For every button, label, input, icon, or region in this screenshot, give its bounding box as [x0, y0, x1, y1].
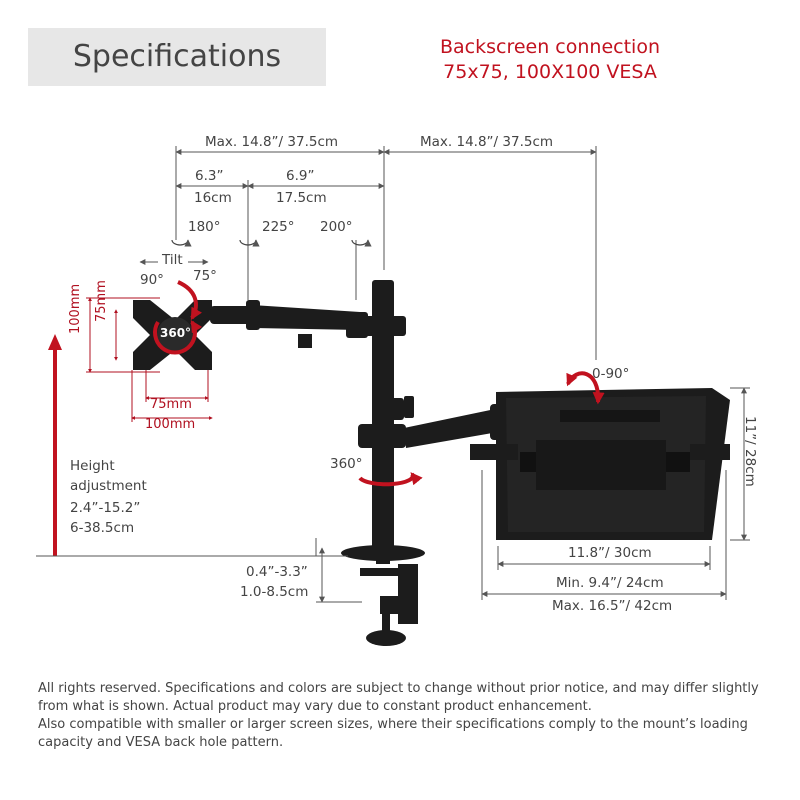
- arm-reach-right-label: Max. 14.8”/ 37.5cm: [420, 134, 554, 150]
- height-arrow: [36, 334, 348, 557]
- height-label-2: adjustment: [70, 478, 147, 494]
- segment1-cm-label: 16cm: [194, 190, 232, 206]
- tilt-label: Tilt: [162, 252, 183, 268]
- disclaimer-line-1: All rights reserved. Specifications and …: [38, 681, 759, 714]
- vesa-dimensions: [86, 297, 213, 422]
- height-label-1: Height: [70, 458, 115, 474]
- tilt-75-label: 75°: [193, 268, 217, 284]
- rotation-225-label: 225°: [262, 219, 295, 235]
- tilt-90-label: 90°: [140, 272, 164, 288]
- vesa-heading: 75x75, 100X100 VESA: [443, 61, 657, 83]
- pole-rotate-label: 360°: [330, 456, 363, 472]
- rotation-arcs: [171, 239, 372, 247]
- disclaimer: All rights reserved. Specifications and …: [38, 680, 768, 752]
- vesa-100-vertical-label: 100mm: [68, 283, 83, 334]
- clamp-dimension: [315, 538, 362, 603]
- disclaimer-line-2: Also compatible with smaller or larger s…: [38, 717, 748, 750]
- vesa-75-horizontal-label: 75mm: [150, 397, 192, 412]
- height-label-4: 6-38.5cm: [70, 520, 135, 536]
- page-title: Specifications: [72, 39, 282, 74]
- arm-reach-left-label: Max. 14.8”/ 37.5cm: [205, 134, 339, 150]
- tray-min-label: Min. 9.4”/ 24cm: [556, 575, 664, 591]
- clamp-cm-label: 1.0-8.5cm: [240, 584, 309, 600]
- segment2-cm-label: 17.5cm: [276, 190, 327, 206]
- title-background: [28, 28, 326, 86]
- tray-tilt-arrow: [566, 371, 605, 405]
- plate-rotate-label: 360°: [160, 326, 192, 340]
- pole-rotate-arrow: [358, 472, 423, 487]
- arm-reach-dimensions: [175, 146, 597, 360]
- height-label-3: 2.4”-15.2”: [70, 500, 141, 516]
- desk-clamp: [341, 545, 425, 646]
- tray-tilt-label: 0-90°: [592, 366, 630, 382]
- segment1-inch-label: 6.3”: [195, 168, 224, 184]
- backscreen-heading: Backscreen connection: [439, 36, 660, 58]
- tray-width-label: 11.8”/ 30cm: [568, 545, 652, 561]
- vesa-75-vertical-label: 75mm: [94, 280, 109, 322]
- tray-dimensions: [481, 387, 750, 600]
- tray-depth-label: 11”/ 28cm: [742, 416, 758, 487]
- segment2-inch-label: 6.9”: [286, 168, 315, 184]
- clamp-inch-label: 0.4”-3.3”: [246, 564, 308, 580]
- rotation-200-label: 200°: [320, 219, 353, 235]
- laptop-tray: [470, 388, 730, 540]
- tray-max-label: Max. 16.5”/ 42cm: [552, 598, 673, 614]
- rotation-180-label: 180°: [188, 219, 221, 235]
- monitor-arm: [210, 300, 406, 348]
- vesa-100-horizontal-label: 100mm: [145, 417, 196, 432]
- plate-rotate-arrow: [153, 280, 203, 355]
- pole: [372, 280, 414, 552]
